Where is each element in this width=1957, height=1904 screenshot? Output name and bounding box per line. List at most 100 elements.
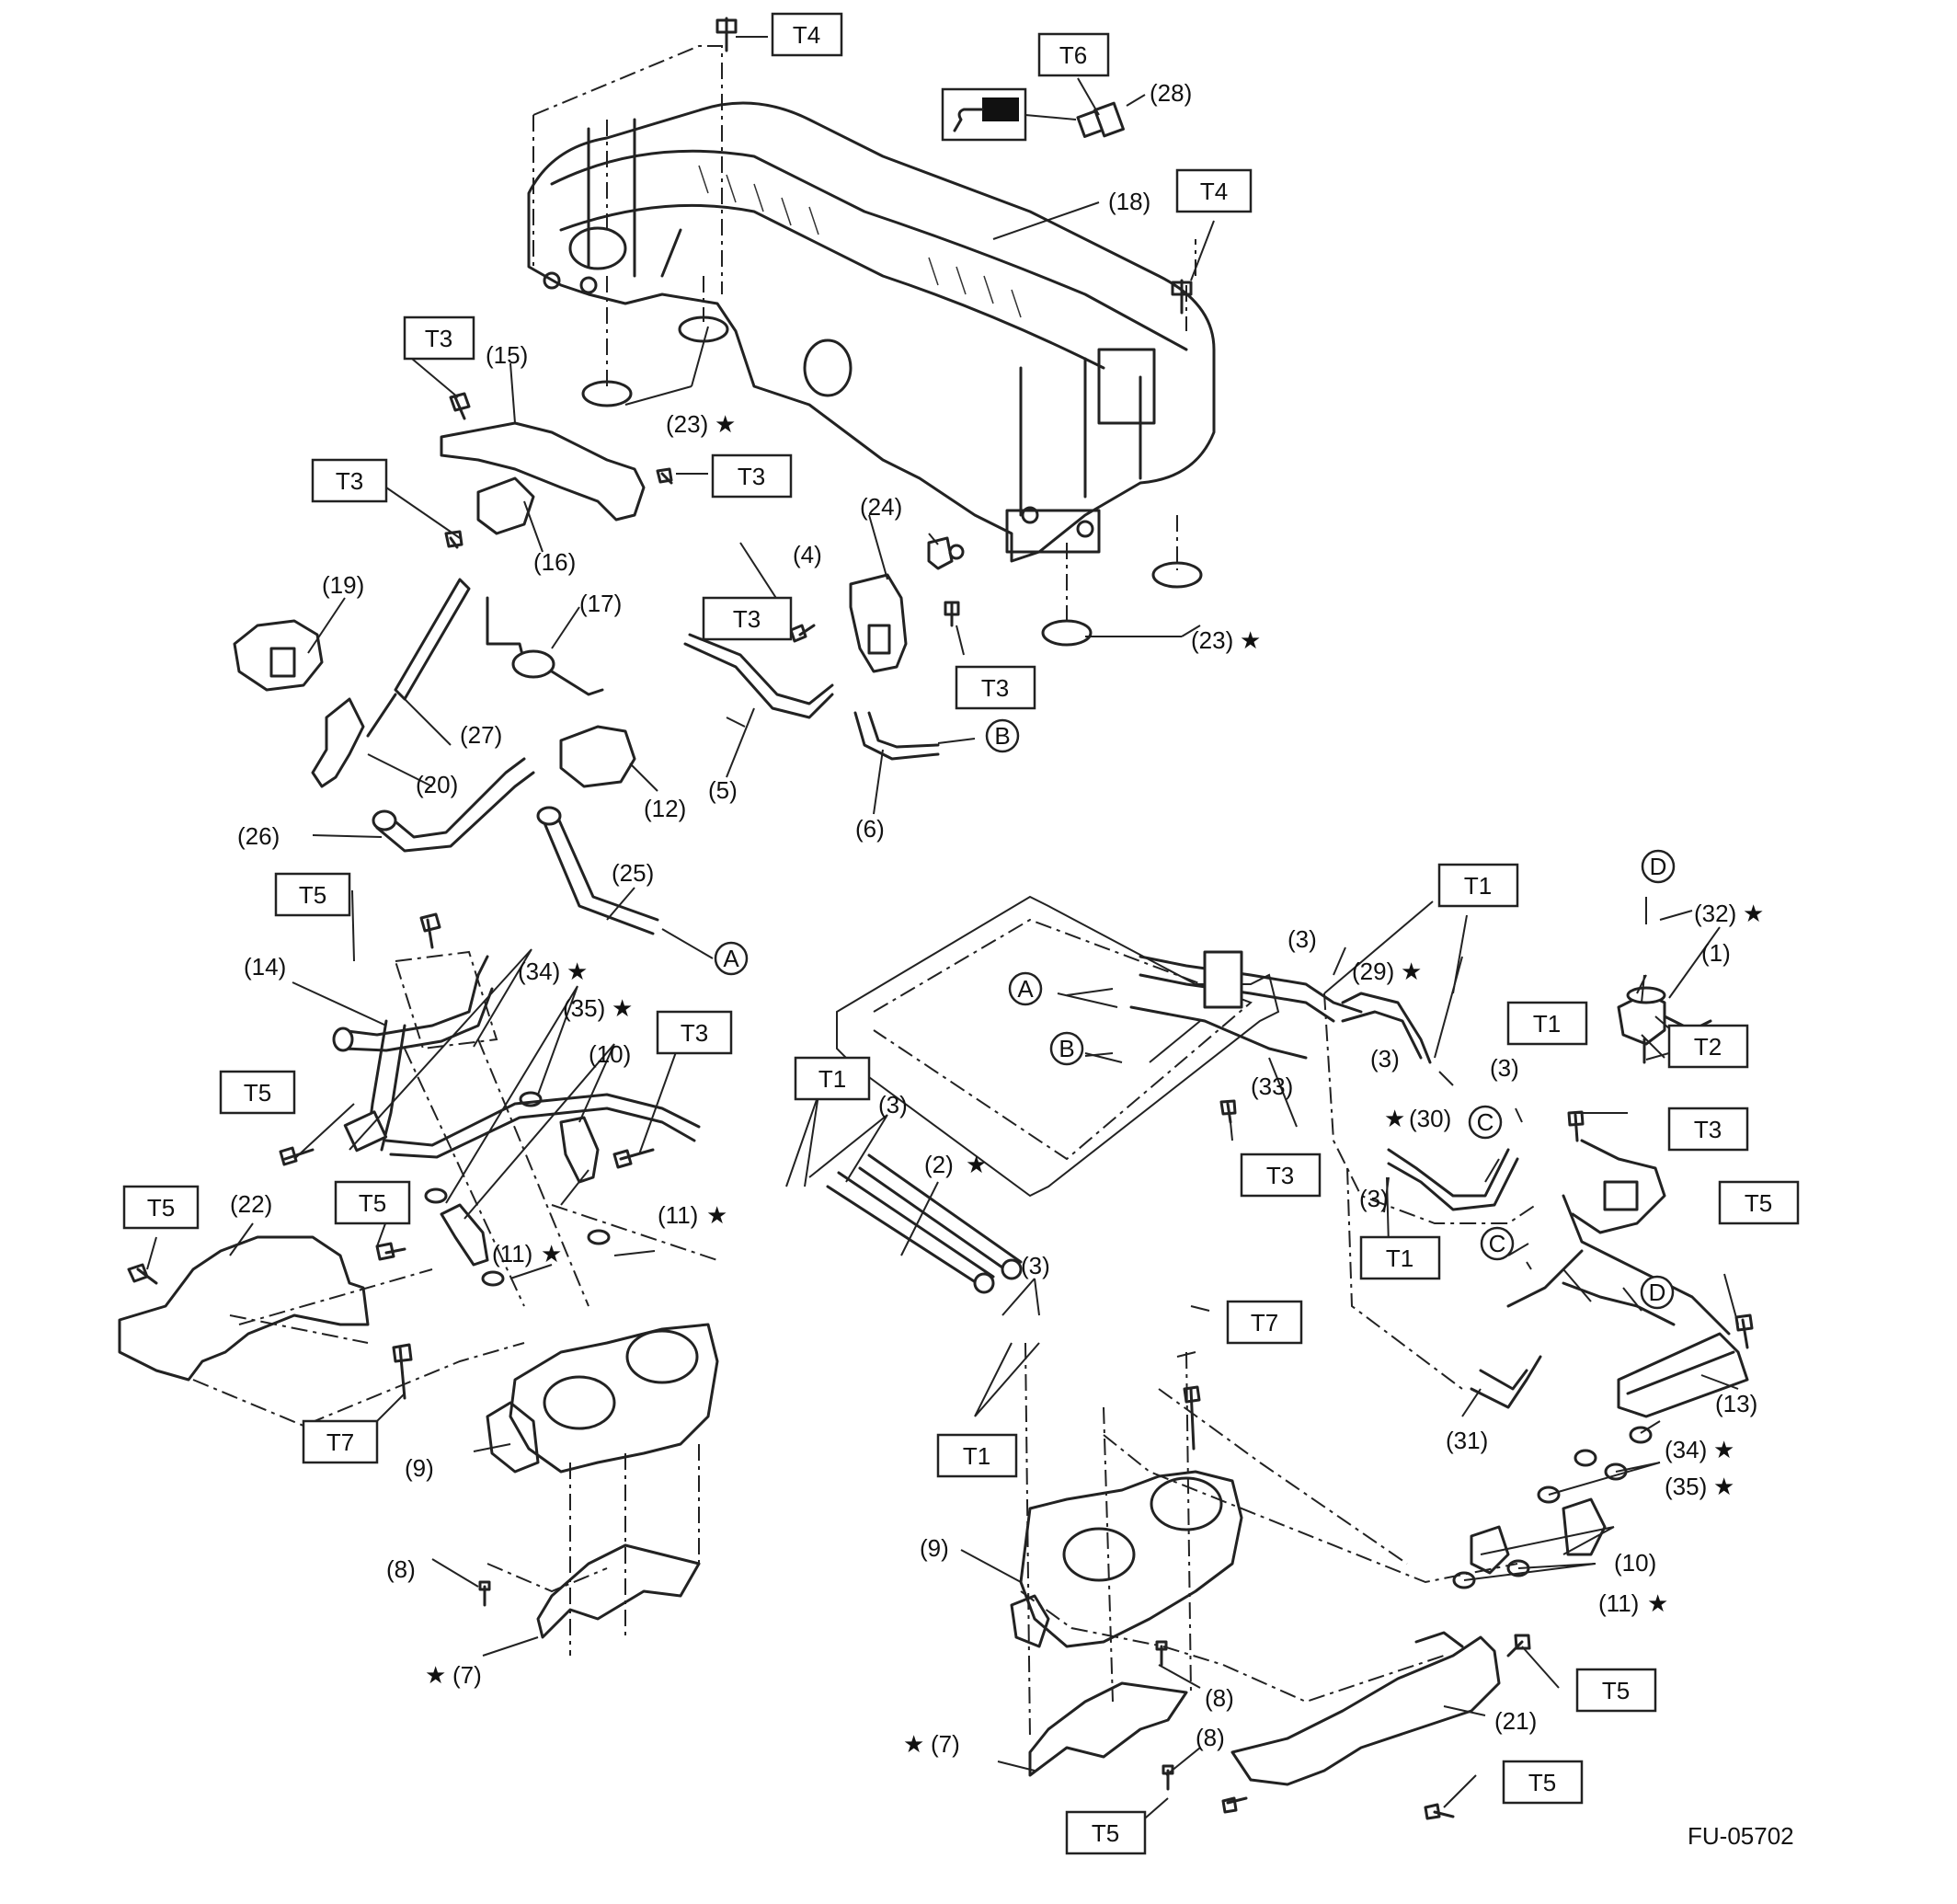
svg-text:D: D <box>1650 853 1667 880</box>
svg-text:★: ★ <box>1743 900 1764 927</box>
sensor-4 <box>849 573 908 673</box>
svg-text:(7): (7) <box>931 1730 960 1758</box>
svg-text:T1: T1 <box>1533 1010 1561 1038</box>
svg-text:(33): (33) <box>1251 1072 1293 1100</box>
bolts <box>127 17 1754 1820</box>
svg-text:T5: T5 <box>1745 1189 1772 1217</box>
torque-label-T6: T6 <box>1037 32 1110 77</box>
svg-text:(3): (3) <box>1021 1252 1050 1279</box>
svg-text:(20): (20) <box>416 771 458 798</box>
svg-text:(24): (24) <box>860 493 902 521</box>
svg-text:(25): (25) <box>612 859 654 887</box>
svg-text:★: ★ <box>715 410 736 438</box>
svg-text:T3: T3 <box>681 1019 708 1047</box>
sealant-icon <box>941 87 1027 142</box>
hose-20 <box>311 697 365 788</box>
svg-text:(6): (6) <box>855 815 885 843</box>
o-rings-left <box>424 1091 611 1287</box>
connector-C: C C <box>1468 1105 1515 1261</box>
svg-text:(35): (35) <box>1665 1473 1707 1500</box>
svg-text:T5: T5 <box>1092 1819 1119 1847</box>
hose-17 <box>486 596 604 696</box>
svg-text:T3: T3 <box>733 605 761 633</box>
cover-21 <box>1230 1631 1501 1786</box>
injector-10-left <box>440 1116 600 1267</box>
svg-text:(3): (3) <box>878 1091 908 1118</box>
svg-text:(32): (32) <box>1694 900 1736 927</box>
svg-text:C: C <box>1477 1108 1494 1136</box>
svg-text:★: ★ <box>541 1240 562 1267</box>
svg-text:T1: T1 <box>818 1065 846 1093</box>
svg-text:(12): (12) <box>644 795 686 822</box>
svg-text:★: ★ <box>1401 958 1422 985</box>
injector-10-right <box>1470 1497 1607 1575</box>
fuel-rail-14 <box>332 955 494 1153</box>
svg-text:(1): (1) <box>1701 939 1731 967</box>
fuel-rail-13 <box>1617 1332 1749 1418</box>
svg-text:★: ★ <box>706 1201 727 1229</box>
svg-text:T1: T1 <box>963 1442 990 1470</box>
svg-text:T5: T5 <box>1602 1677 1630 1704</box>
pressure-sensor-28 <box>1076 101 1125 138</box>
svg-text:(23): (23) <box>666 410 708 438</box>
svg-text:(15): (15) <box>486 341 528 369</box>
svg-text:(30): (30) <box>1409 1105 1451 1132</box>
svg-text:(18): (18) <box>1108 188 1150 215</box>
svg-text:(3): (3) <box>1288 925 1317 953</box>
svg-text:T5: T5 <box>147 1194 175 1222</box>
hose-26 <box>372 757 535 853</box>
svg-text:★: ★ <box>1713 1436 1734 1463</box>
svg-text:T7: T7 <box>326 1428 354 1456</box>
svg-text:T3: T3 <box>425 325 452 352</box>
svg-text:★: ★ <box>1384 1105 1405 1132</box>
torque-label-T3: T3 T3 T3 T3 T3 T3 T3 T3 <box>311 315 1749 1198</box>
svg-text:(31): (31) <box>1446 1427 1488 1454</box>
svg-text:T4: T4 <box>793 21 820 49</box>
svg-text:(17): (17) <box>579 590 622 617</box>
leader-lines <box>146 36 1739 1831</box>
svg-text:T1: T1 <box>1386 1244 1413 1272</box>
svg-text:(5): (5) <box>708 776 738 804</box>
svg-text:(11): (11) <box>658 1201 698 1229</box>
hose-5 <box>683 633 834 719</box>
connector-A: A A <box>714 941 1043 1006</box>
svg-text:(11): (11) <box>1598 1589 1639 1617</box>
solenoid-valve-19 <box>233 619 324 692</box>
svg-text:(4): (4) <box>793 541 822 568</box>
connector-D: D D <box>1640 849 1676 1310</box>
svg-text:T5: T5 <box>1528 1769 1556 1796</box>
svg-text:(21): (21) <box>1494 1707 1537 1735</box>
svg-text:T3: T3 <box>738 463 765 490</box>
hose-25 <box>536 806 659 935</box>
connector-B: B B <box>985 718 1084 1066</box>
svg-text:A: A <box>1017 975 1034 1003</box>
clip-24 <box>927 536 965 570</box>
svg-text:(8): (8) <box>386 1555 416 1583</box>
svg-text:★: ★ <box>903 1730 924 1758</box>
svg-text:(35): (35) <box>563 994 605 1022</box>
svg-text:(7): (7) <box>452 1661 482 1689</box>
throttle-body-9-right <box>1010 1470 1243 1648</box>
svg-text:★: ★ <box>612 994 633 1022</box>
svg-text:(9): (9) <box>920 1534 949 1562</box>
svg-text:T3: T3 <box>336 467 363 495</box>
svg-text:T3: T3 <box>1694 1116 1722 1143</box>
gasket-7-right <box>1028 1681 1188 1777</box>
bracket-16 <box>476 476 535 535</box>
svg-text:★: ★ <box>1713 1473 1734 1500</box>
svg-text:★: ★ <box>1240 626 1261 654</box>
svg-text:T2: T2 <box>1694 1033 1722 1061</box>
hose-29 <box>1341 992 1432 1064</box>
hose-30 <box>1387 1148 1519 1211</box>
svg-text:A: A <box>723 945 739 972</box>
svg-text:T7: T7 <box>1251 1309 1278 1336</box>
svg-text:(28): (28) <box>1150 79 1192 107</box>
svg-text:T4: T4 <box>1200 178 1228 205</box>
svg-text:T5: T5 <box>299 881 326 909</box>
svg-text:★: ★ <box>966 1151 987 1178</box>
svg-text:B: B <box>994 722 1010 750</box>
intake-manifold <box>527 101 1216 563</box>
svg-text:(34): (34) <box>1665 1436 1707 1463</box>
svg-text:★: ★ <box>566 958 588 985</box>
